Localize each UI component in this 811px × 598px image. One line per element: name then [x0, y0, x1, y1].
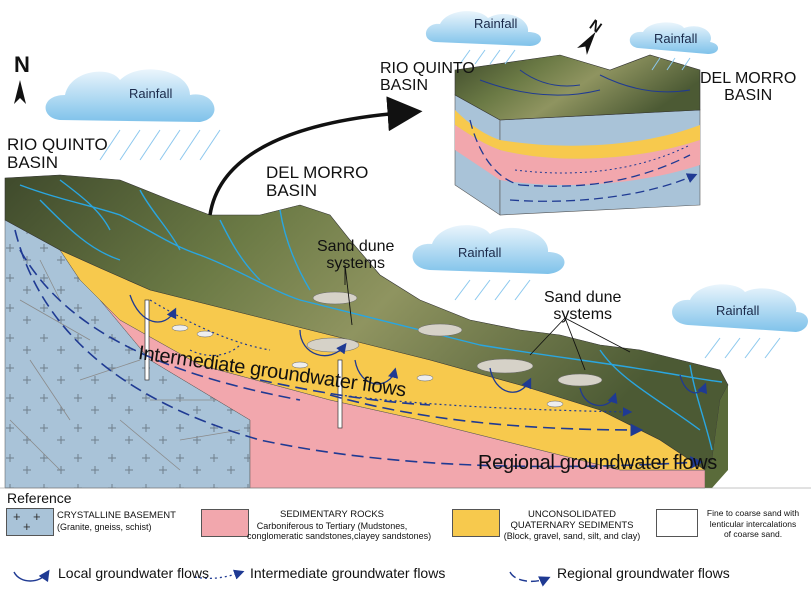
del-morro-main-label: DEL MORRO BASIN — [266, 164, 368, 200]
quaternary-legend-text: UNCONSOLIDATED QUATERNARY SEDIMENTS (Blo… — [497, 509, 647, 542]
del-morro-main-line1: DEL MORRO — [266, 163, 369, 182]
north-label-main: N — [14, 52, 30, 77]
basement-cross-1: + — [13, 509, 21, 524]
terrain-edge — [705, 385, 728, 488]
sand-lens-legend-detail-1: Fine to coarse sand with — [706, 508, 800, 518]
reference-title: Reference — [7, 490, 72, 506]
quaternary-legend-name: UNCONSOLIDATED — [528, 509, 616, 520]
sedimentary-legend-text: SEDIMENTARY ROCKS Carboniferous to Terti… — [247, 509, 432, 542]
sedimentary-swatch — [201, 509, 249, 537]
regional-flow-arrows — [14, 229, 704, 469]
sedimentary-legend-detail-1: Carboniferous to Tertiary (Mudstones, — [256, 520, 408, 531]
sand-dune-label-2: Sand dune systems — [544, 289, 621, 323]
basement-legend-detail: (Granite, gneiss, schist) — [57, 521, 152, 532]
legend-local-flow-icon — [13, 569, 50, 583]
sand-dune-2-line2: systems — [553, 306, 613, 323]
del-morro-main-line2: BASIN — [266, 181, 318, 200]
quaternary-swatch — [452, 509, 500, 537]
intermediate-flow-arrows — [149, 299, 633, 417]
sedimentary-legend-detail-2: conglomeratic sandstones,clayey sandston… — [247, 531, 432, 541]
cloud-label-inset-right: Rainfall — [654, 31, 698, 46]
sand-dune-label-1: Sand dune systems — [317, 238, 394, 272]
cloud-label-main: Rainfall — [129, 86, 173, 101]
sand-dune-2-line1: Sand dune — [544, 289, 622, 306]
basement-fractures — [9, 259, 241, 471]
sand-dune-1-line2: systems — [326, 255, 386, 272]
sand-lens-legend-text: Fine to coarse sand with lenticular inte… — [698, 508, 808, 540]
north-arrow-inset-icon — [577, 31, 596, 55]
cloud-middle-icon — [412, 225, 565, 301]
cloud-label-middle: Rainfall — [458, 245, 502, 260]
dune-pointers — [344, 264, 631, 371]
rio-quinto-main-line2: BASIN — [7, 153, 59, 172]
del-morro-inset-label: DEL MORRO BASIN — [700, 70, 796, 104]
legend-regional-flow-icon — [509, 571, 551, 587]
sand-lens-legend-detail-3: of coarse sand. — [723, 529, 783, 539]
inset-pointer-arrow — [208, 96, 423, 216]
legend-intermediate-flow-label: Intermediate groundwater flows — [250, 565, 446, 581]
quaternary-legend-detail-1: QUATERNARY SEDIMENTS — [510, 519, 634, 531]
basement-swatch: + + + — [6, 508, 54, 536]
quaternary-legend-detail-2: (Block, gravel, sand, silt, and clay) — [503, 531, 641, 541]
legend-regional-flow-label: Regional groundwater flows — [557, 565, 730, 581]
inset-diagram — [454, 54, 701, 216]
basement-legend-text: CRYSTALLINE BASEMENT (Granite, gneiss, s… — [57, 510, 176, 532]
local-flow-arrows — [129, 294, 708, 407]
cloud-label-right: Rainfall — [716, 303, 760, 318]
legend-local-flow-label: Local groundwater flows — [58, 565, 209, 581]
basement-cross-2: + — [33, 509, 41, 524]
cloud-inset-right-icon — [629, 22, 719, 71]
sand-dune-1-line1: Sand dune — [317, 238, 395, 255]
del-morro-inset-line1: DEL MORRO — [700, 70, 797, 87]
sand-dunes — [306, 291, 603, 387]
basement-cross-3: + — [23, 519, 31, 534]
cloud-right-icon — [672, 284, 808, 359]
rio-quinto-main-label: RIO QUINTO BASIN — [7, 136, 108, 172]
cloud-inset-left-icon — [425, 11, 542, 65]
river-network — [19, 179, 723, 451]
sedimentary-legend-name: SEDIMENTARY ROCKS — [280, 509, 384, 520]
well-1 — [144, 299, 150, 381]
rio-quinto-inset-line2: BASIN — [380, 77, 429, 94]
north-arrow-main-icon — [14, 80, 26, 104]
basement-legend-name: CRYSTALLINE BASEMENT — [57, 510, 176, 521]
cloud-main-icon — [45, 69, 221, 161]
regional-flows-label: Regional groundwater flows — [478, 452, 718, 474]
sand-lens-legend-detail-2: lenticular intercalations — [709, 518, 797, 529]
rio-quinto-inset-line1: RIO QUINTO — [380, 60, 475, 77]
rio-quinto-inset-label: RIO QUINTO BASIN — [380, 60, 475, 94]
del-morro-inset-line2: BASIN — [724, 87, 773, 104]
rio-quinto-main-line1: RIO QUINTO — [7, 135, 108, 154]
sand-lenses — [171, 324, 564, 408]
cloud-label-inset-left: Rainfall — [474, 16, 518, 31]
sand-lens-swatch — [656, 509, 698, 537]
